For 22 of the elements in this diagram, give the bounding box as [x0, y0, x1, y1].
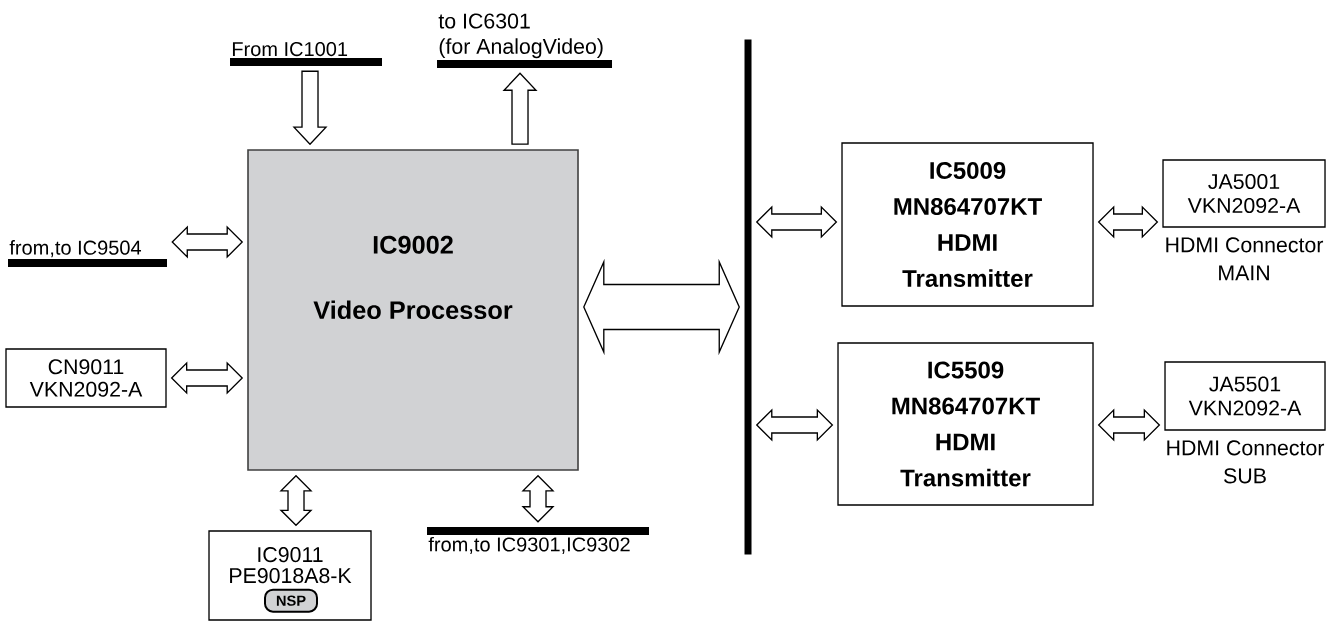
node-label: from,to IC9301,IC9302	[428, 536, 630, 554]
connector-box: JA5501 VKN2092-A	[1164, 361, 1326, 431]
badge: NSP	[264, 588, 318, 613]
ic-box: IC5509 MN864707KT HDMI Transmitter	[837, 342, 1094, 506]
node-label: to IC6301 (for AnalogVideo)	[438, 13, 603, 59]
block-arrow	[292, 70, 328, 146]
bus-bar: from,to IC9504	[8, 240, 167, 267]
bus-bar	[744, 39, 752, 555]
ic-box: CN9011 VKN2092-A	[5, 348, 167, 408]
node-label: from,to IC9504	[9, 240, 142, 258]
ic-box: IC5009 MN864707KT HDMI Transmitter	[841, 142, 1094, 307]
block-arrow	[583, 258, 740, 356]
processor-box: IC9002 Video Processor	[247, 149, 579, 471]
bus-bar: from,to IC9301,IC9302	[427, 527, 649, 554]
node-label: From IC1001	[232, 41, 348, 57]
block-arrow	[502, 72, 538, 145]
block-arrow	[171, 225, 244, 259]
node-label: HDMI Connector SUB	[1167, 440, 1325, 484]
bus-bar: From IC1001	[230, 41, 382, 66]
node-label: HDMI Connector MAIN	[1166, 237, 1324, 281]
connector-box: JA5001 VKN2092-A	[1162, 159, 1326, 228]
bus-bar: to IC6301 (for AnalogVideo)	[437, 13, 612, 68]
